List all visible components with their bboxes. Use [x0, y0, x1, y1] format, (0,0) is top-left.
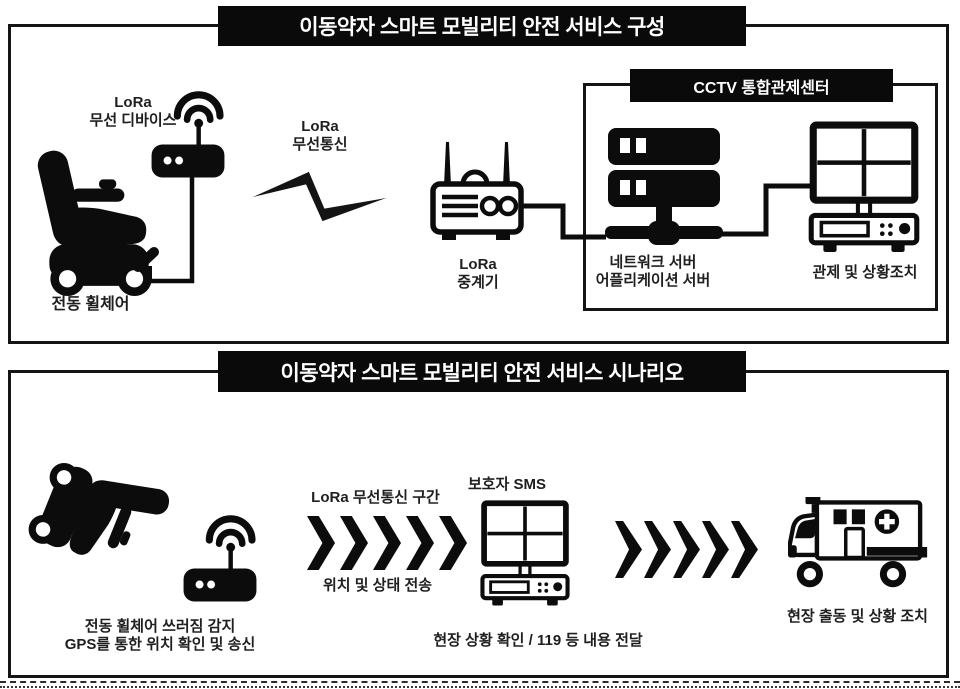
chevron-arrow-icon — [373, 516, 401, 570]
chevron-arrow-icon — [439, 516, 467, 570]
chevron-arrow-icon — [644, 521, 671, 578]
server-label: 네트워크 서버 어플리케이션 서버 — [595, 254, 711, 290]
chevron-arrow-icon — [406, 516, 434, 570]
lora-link-label: LoRa 무선통신 — [292, 118, 348, 154]
page-divider-dotted-line — [0, 686, 960, 688]
lora-segment-arrows — [307, 516, 467, 570]
architecture-title: 이동약자 스마트 모빌리티 안전 서비스 구성 — [218, 6, 746, 46]
chevron-arrow-icon — [615, 521, 642, 578]
quad-monitor-icon — [480, 500, 570, 608]
lora-device-label: LoRa 무선 디바이스 — [89, 94, 177, 130]
field-response-label: 현장 출동 및 상황 조치 — [787, 608, 928, 625]
wheelchair-label: 전동 휠체어 — [51, 296, 130, 313]
transmit-label: 위치 및 상태 전송 — [322, 577, 433, 594]
tipped-wheelchair-icon — [24, 450, 177, 584]
chevron-arrow-icon — [702, 521, 729, 578]
page-divider-dashed-line — [0, 681, 960, 683]
fall-detection-label: 전동 휠체어 쓰러짐 감지 GPS를 통한 위치 확인 및 송신 — [64, 618, 256, 654]
scenario-title-text: 이동약자 스마트 모빌리티 안전 서비스 시나리오 — [280, 361, 684, 385]
control-station-label: 관제 및 상황조치 — [812, 264, 918, 281]
architecture-title-text: 이동약자 스마트 모빌리티 안전 서비스 구성 — [299, 16, 665, 39]
chevron-arrow-icon — [731, 521, 758, 578]
lightning-bolt-icon — [252, 171, 387, 222]
dispatch-arrows — [615, 521, 758, 578]
lora-segment-label: LoRa 무선통신 구간 — [311, 489, 440, 506]
ambulance-icon — [788, 497, 928, 588]
guardian-sms-label: 보호자 SMS — [467, 476, 547, 493]
chevron-arrow-icon — [673, 521, 700, 578]
connection-lines — [133, 177, 810, 284]
wifi-router-icon — [180, 508, 260, 606]
antenna-router-icon — [430, 142, 524, 240]
situation-report-label: 현장 상황 확인 / 119 등 내용 전달 — [433, 632, 643, 649]
chevron-arrow-icon — [340, 516, 368, 570]
server-rack-icon — [605, 128, 723, 245]
cctv-center-header: CCTV 통합관제센터 — [630, 69, 893, 102]
lora-gateway-label: LoRa 중계기 — [457, 256, 499, 292]
scenario-title: 이동약자 스마트 모빌리티 안전 서비스 시나리오 — [218, 351, 746, 392]
chevron-arrow-icon — [307, 516, 335, 570]
